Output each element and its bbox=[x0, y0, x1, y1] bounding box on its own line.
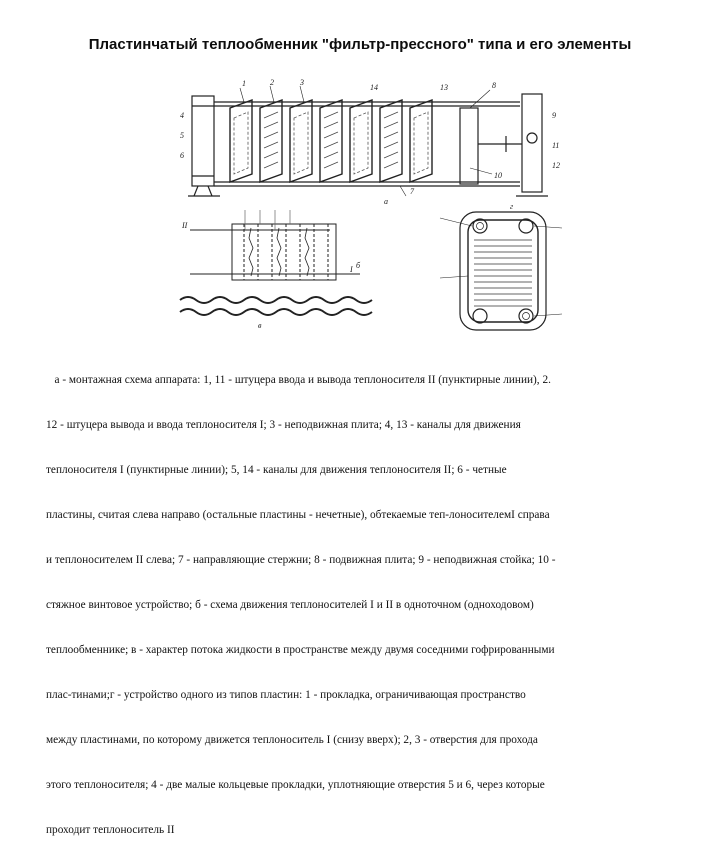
label-stream-1: I bbox=[349, 265, 353, 274]
label-9: 9 bbox=[552, 111, 556, 120]
label-view-g: г bbox=[510, 202, 513, 211]
flow-scheme bbox=[190, 210, 360, 281]
label-view-a: a bbox=[384, 197, 388, 206]
caption-line: а - монтажная схема аппарата: 1, 11 - шт… bbox=[46, 374, 551, 386]
fixed-plate bbox=[191, 95, 215, 187]
label-12: 12 bbox=[552, 161, 560, 170]
heat-exchanger-figure: a б в г II I 1 2 3 4 5 6 7 8 9 10 11 12 … bbox=[179, 78, 563, 331]
corrugated-plates bbox=[179, 296, 373, 316]
label-view-v: в bbox=[258, 321, 262, 330]
label-2: 2 bbox=[270, 78, 274, 87]
caption-line: и теплоносителем II слева; 7 - направляю… bbox=[46, 554, 556, 566]
assembly-scheme bbox=[188, 85, 548, 197]
caption-line: теплообменнике; в - характер потока жидк… bbox=[46, 644, 555, 656]
label-1: 1 bbox=[242, 79, 246, 88]
label-stream-2: II bbox=[181, 221, 188, 230]
caption-line: стяжное винтовое устройство; б - схема д… bbox=[46, 599, 534, 611]
label-10: 10 bbox=[494, 171, 502, 180]
caption-line: теплоносителя I (пунктирные линии); 5, 1… bbox=[46, 464, 507, 476]
slide-title: Пластинчатый теплообменник "фильтр-пресс… bbox=[88, 36, 632, 53]
plate-detail bbox=[439, 211, 563, 331]
caption-line: пластины, считая слева направо (остальны… bbox=[46, 509, 550, 521]
label-11: 11 bbox=[552, 141, 559, 150]
label-3: 3 bbox=[299, 78, 304, 87]
caption-line: между пластинами, по которому движется т… bbox=[46, 734, 538, 746]
caption-line: этого теплоносителя; 4 - две малые кольц… bbox=[46, 779, 545, 791]
caption-line: проходит теплоноситель II bbox=[46, 824, 175, 836]
label-5: 5 bbox=[180, 131, 184, 140]
label-view-b: б bbox=[356, 261, 361, 270]
caption-line: плас-тинами;г - устройство одного из тип… bbox=[46, 689, 526, 701]
movable-plate bbox=[459, 107, 479, 185]
label-13: 13 bbox=[440, 83, 448, 92]
label-8: 8 bbox=[492, 81, 496, 90]
label-14: 14 bbox=[370, 83, 378, 92]
figure-caption: а - монтажная схема аппарата: 1, 11 - шт… bbox=[46, 343, 686, 853]
fixed-stand bbox=[521, 93, 543, 193]
label-7: 7 bbox=[410, 187, 415, 196]
plate-pack bbox=[229, 99, 433, 183]
label-6: 6 bbox=[180, 151, 184, 160]
caption-line: 12 - штуцера вывода и ввода теплоносител… bbox=[46, 419, 521, 431]
label-4: 4 bbox=[180, 111, 184, 120]
